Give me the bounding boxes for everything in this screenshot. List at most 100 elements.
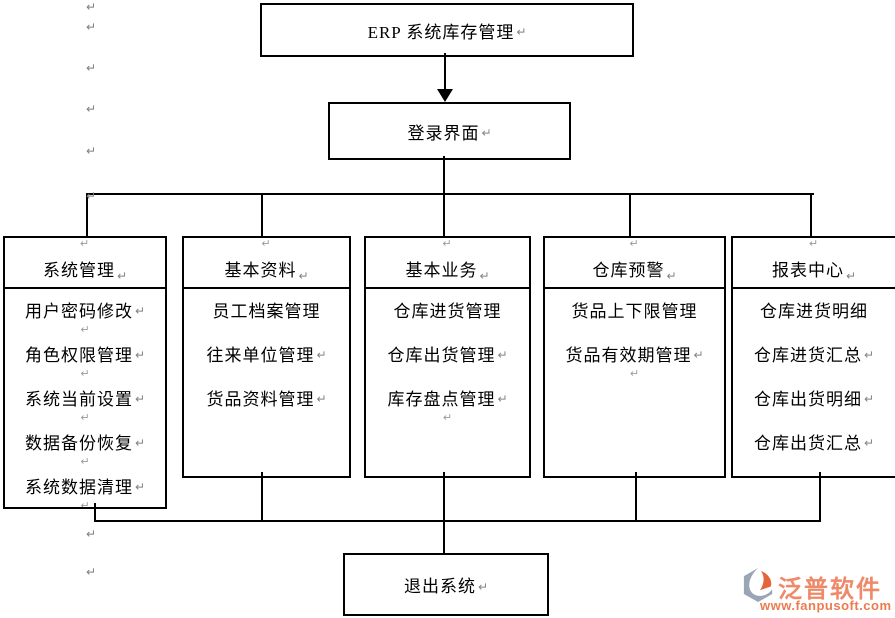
category-box-warehouse-alert: ↵仓库预警↵货品上下限管理货品有效期管理↵↵ xyxy=(543,236,726,478)
item-text: 用户密码修改 xyxy=(24,301,133,321)
paragraph-mark: ↵ xyxy=(442,237,453,250)
item-label: 仓库出货汇总↵ xyxy=(754,426,874,456)
item-label: 货品有效期管理↵ xyxy=(565,338,703,368)
list-item: 员工档案管理 xyxy=(184,294,349,338)
item-label: 角色权限管理↵ xyxy=(25,338,145,368)
paragraph-mark: ↵ xyxy=(863,436,875,450)
item-text: 往来单位管理 xyxy=(206,345,315,365)
category-box-basic-data: ↵基本资料↵员工档案管理往来单位管理↵货品资料管理↵ xyxy=(182,236,351,478)
connector-line xyxy=(443,156,445,195)
item-text: 系统数据清理 xyxy=(24,477,133,497)
paragraph-mark: ↵ xyxy=(86,102,97,116)
fanpu-watermark: 泛普软件 www.fanpusoft.com xyxy=(742,566,895,618)
paragraph-mark: ↵ xyxy=(261,237,272,250)
category-header: ↵系统管理↵ xyxy=(5,238,165,289)
item-label: 仓库进货明细 xyxy=(760,294,868,324)
fanpu-logo-icon xyxy=(742,566,776,606)
list-item: 仓库进货明细 xyxy=(733,294,895,338)
item-text: 角色权限管理 xyxy=(24,345,133,365)
list-item: 系统当前设置↵↵ xyxy=(5,382,165,426)
node-label: 登录界面 xyxy=(407,123,480,143)
paragraph-mark: ↵ xyxy=(134,304,146,318)
connector-line xyxy=(629,193,631,236)
list-item: 用户密码修改↵↵ xyxy=(5,294,165,338)
item-label: 系统当前设置↵ xyxy=(25,382,145,412)
paragraph-mark: ↵ xyxy=(863,392,875,406)
paragraph-mark: ↵ xyxy=(629,237,640,250)
paragraph-mark: ↵ xyxy=(666,269,677,283)
connector-line xyxy=(635,472,637,522)
category-header: ↵基本业务↵ xyxy=(366,238,529,289)
list-item: 系统数据清理↵↵ xyxy=(5,470,165,508)
paragraph-mark: ↵ xyxy=(116,269,128,283)
connector-line xyxy=(810,193,812,236)
item-text: 系统当前设置 xyxy=(24,389,133,409)
item-text: 数据备份恢复 xyxy=(24,433,133,453)
item-text: 仓库出货明细 xyxy=(753,389,862,409)
connector-line xyxy=(443,193,445,236)
connector-line xyxy=(86,193,88,236)
paragraph-mark: ↵ xyxy=(80,411,90,424)
category-box-report-center: ↵报表中心↵仓库进货明细仓库进货汇总↵仓库出货明细↵仓库出货汇总↵ xyxy=(731,236,895,478)
category-items: 员工档案管理往来单位管理↵货品资料管理↵ xyxy=(184,289,349,426)
category-header: ↵报表中心↵ xyxy=(733,238,895,289)
list-item: 仓库出货汇总↵ xyxy=(733,426,895,470)
paragraph-mark: ↵ xyxy=(80,367,90,380)
list-item: 货品资料管理↵ xyxy=(184,382,349,426)
paragraph-mark: ↵ xyxy=(134,480,146,494)
item-text: 库存盘点管理 xyxy=(387,389,496,409)
paragraph-mark: ↵ xyxy=(298,269,309,283)
paragraph-mark: ↵ xyxy=(86,144,97,158)
paragraph-mark: ↵ xyxy=(481,126,492,140)
connector-line xyxy=(819,472,821,522)
paragraph-mark: ↵ xyxy=(629,367,640,380)
connector-line xyxy=(443,520,445,553)
item-text: 货品资料管理 xyxy=(206,389,315,409)
paragraph-mark: ↵ xyxy=(845,269,857,283)
paragraph-mark: ↵ xyxy=(479,269,490,283)
category-header: ↵基本资料↵ xyxy=(184,238,349,289)
paragraph-mark: ↵ xyxy=(86,0,97,14)
list-item: 仓库进货汇总↵ xyxy=(733,338,895,382)
paragraph-mark: ↵ xyxy=(86,20,97,34)
item-label: 仓库进货管理 xyxy=(394,294,502,324)
paragraph-mark: ↵ xyxy=(134,436,146,450)
paragraph-mark: ↵ xyxy=(497,392,508,406)
connector-line xyxy=(261,193,263,236)
item-label: 仓库进货汇总↵ xyxy=(754,338,874,368)
item-text: 仓库进货管理 xyxy=(393,301,502,321)
node-label: 退出系统 xyxy=(403,577,476,596)
item-label: 往来单位管理↵ xyxy=(206,338,326,368)
category-title: 基本资料 xyxy=(224,261,297,280)
item-label: 仓库出货管理↵ xyxy=(387,338,507,368)
paragraph-mark: ↵ xyxy=(316,348,327,362)
connector-line xyxy=(94,503,96,522)
list-item: 库存盘点管理↵↵ xyxy=(366,382,529,426)
category-box-basic-business: ↵基本业务↵仓库进货管理仓库出货管理↵库存盘点管理↵↵ xyxy=(364,236,531,478)
category-title: 仓库预警 xyxy=(592,261,665,280)
paragraph-mark: ↵ xyxy=(693,348,704,362)
list-item: 角色权限管理↵↵ xyxy=(5,338,165,382)
category-title: 基本业务 xyxy=(405,261,478,280)
paragraph-mark: ↵ xyxy=(86,61,97,75)
node-exit: 退出系统↵ xyxy=(343,553,549,616)
paragraph-mark: ↵ xyxy=(80,323,90,336)
item-text: 货品有效期管理 xyxy=(565,345,692,365)
paragraph-mark: ↵ xyxy=(80,455,90,468)
paragraph-mark: ↵ xyxy=(516,25,527,39)
item-label: 仓库出货明细↵ xyxy=(754,382,874,412)
paragraph-mark: ↵ xyxy=(497,348,508,362)
paragraph-mark: ↵ xyxy=(86,189,97,203)
brand-text: 泛普软件 xyxy=(778,577,882,603)
paragraph-mark: ↵ xyxy=(808,237,820,250)
item-label: 数据备份恢复↵ xyxy=(25,426,145,456)
paragraph-mark: ↵ xyxy=(79,237,91,250)
connector-line xyxy=(86,193,814,195)
category-items: 用户密码修改↵↵角色权限管理↵↵系统当前设置↵↵数据备份恢复↵↵系统数据清理↵↵ xyxy=(5,289,165,508)
category-items: 仓库进货管理仓库出货管理↵库存盘点管理↵↵ xyxy=(366,289,529,426)
item-text: 仓库进货明细 xyxy=(760,301,868,321)
list-item: 仓库出货明细↵ xyxy=(733,382,895,426)
connector-line xyxy=(261,472,263,522)
category-title: 系统管理 xyxy=(42,261,115,280)
category-items: 货品上下限管理货品有效期管理↵↵ xyxy=(545,289,724,382)
